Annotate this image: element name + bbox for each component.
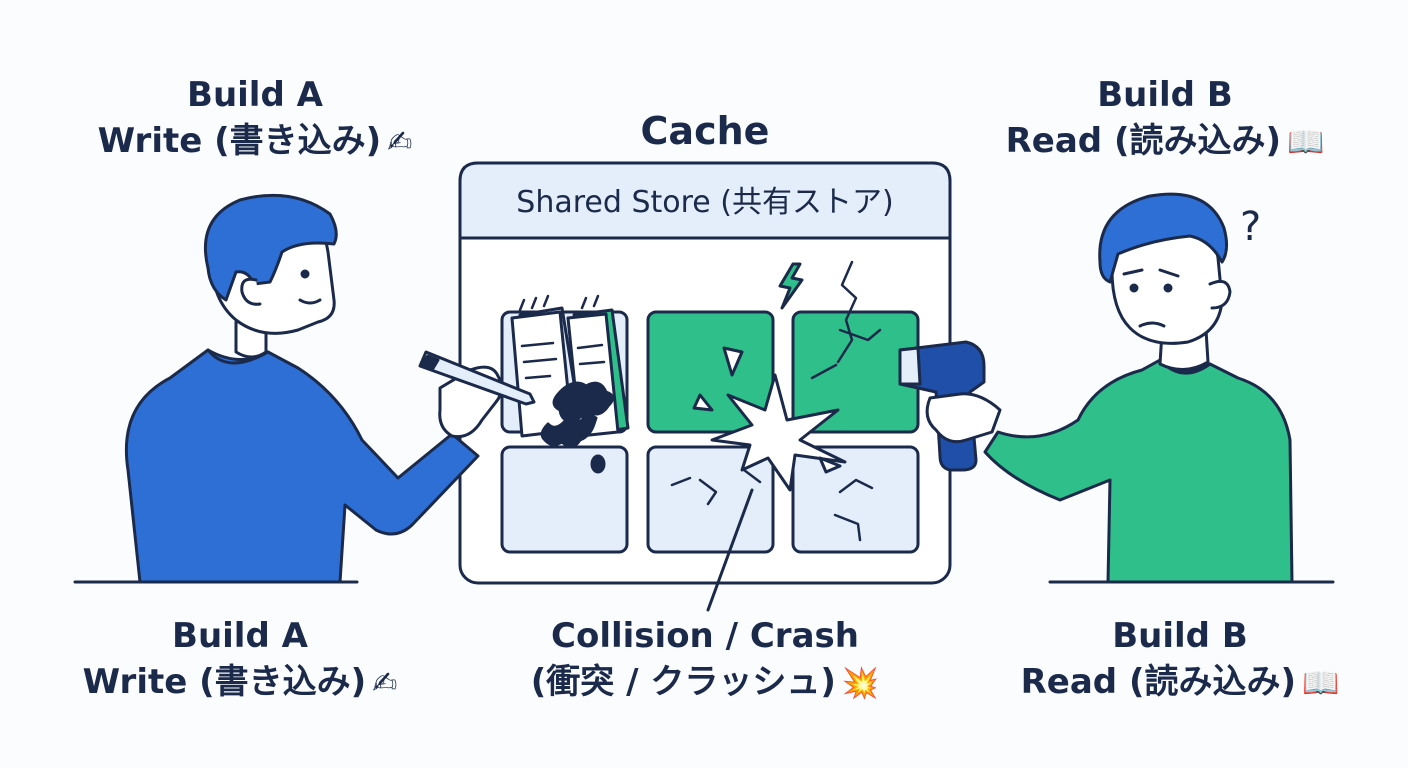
build-b-person: ? [898, 192, 1294, 584]
cache-cell-6 [791, 445, 920, 554]
bottom-center-label: Collision / Crash (衝突 / クラッシュ)💥 [510, 613, 900, 707]
read-action-text: Read (読み込み) [1005, 121, 1282, 161]
glass-shard [818, 456, 842, 474]
lightning-icon [778, 262, 804, 310]
top-right-label: Build B Read (読み込み)📖 [995, 72, 1335, 166]
build-a-hair [203, 193, 338, 302]
build-a-title: Build A [187, 75, 323, 115]
write-action-text-bottom: Write (書き込み) [82, 662, 367, 702]
build-b-hair [1098, 192, 1229, 284]
question-mark: ? [1240, 204, 1261, 250]
collision-icon: 💥 [841, 666, 880, 701]
build-a-title-bottom: Build A [172, 616, 308, 656]
bottom-right-label: Build B Read (読み込み)📖 [1010, 613, 1350, 707]
cache-cell-4 [500, 445, 629, 554]
collision-starburst [710, 373, 847, 492]
top-left-label: Build A Write (書き込み)✍ [90, 72, 420, 166]
read-action-text-bottom: Read (読み込み) [1020, 662, 1297, 702]
collision-jp-text: (衝突 / クラッシュ) [530, 662, 836, 702]
build-b-hand [925, 392, 1002, 444]
crack-lines [670, 260, 882, 542]
ink-drop [590, 454, 606, 474]
open-book-icon: 📖 [1302, 666, 1340, 701]
write-action-text: Write (書き込み) [97, 121, 382, 161]
glass-shard [722, 346, 744, 377]
cache-header-text: Shared Store (共有ストア) [516, 185, 893, 220]
build-a-person [124, 193, 536, 584]
collision-pointer-line [706, 488, 754, 612]
build-b-title: Build B [1097, 75, 1233, 115]
cache-title: Cache [640, 109, 770, 153]
build-a-shirt [124, 348, 480, 584]
glass-shard [692, 393, 714, 412]
open-book-icon: 📖 [1287, 125, 1325, 160]
writing-hand-icon: ✍ [372, 666, 398, 701]
writing-hand-icon: ✍ [387, 125, 413, 160]
ink-splat [540, 381, 614, 448]
build-b-title-bottom: Build B [1112, 616, 1248, 656]
build-b-shirt [983, 358, 1294, 584]
bottom-left-label: Build A Write (書き込み)✍ [75, 613, 405, 707]
collision-text: Collision / Crash [551, 616, 859, 656]
